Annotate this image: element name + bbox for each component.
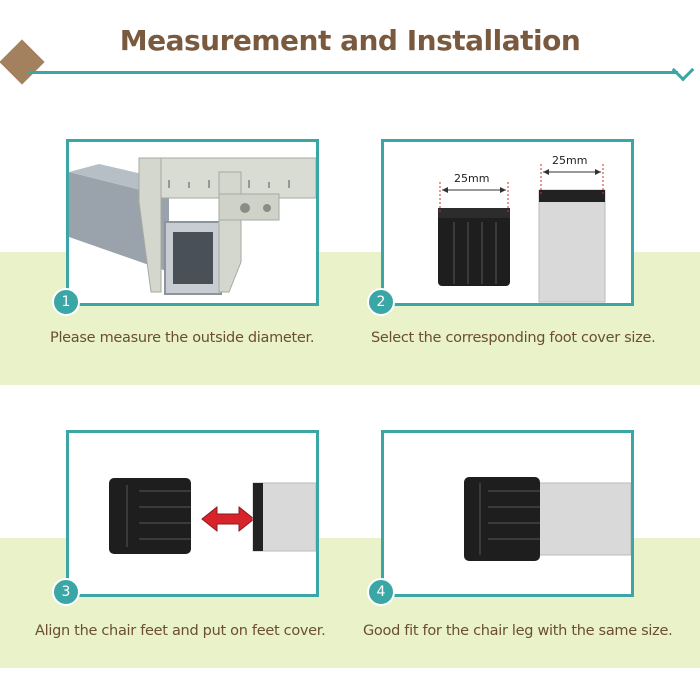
tube-width-label: 25mm	[552, 154, 588, 167]
step-2-caption: Select the corresponding foot cover size…	[371, 330, 656, 346]
caliper-measuring-tube-illustration	[69, 157, 316, 295]
fitted-foot-cover-illustration	[464, 477, 631, 561]
step-3-number-badge: 3	[52, 578, 80, 606]
align-foot-cover-illustration	[109, 478, 316, 554]
step-4-caption: Good fit for the chair leg with the same…	[363, 623, 673, 639]
step-3-image-frame	[66, 430, 319, 597]
page-title: Measurement and Installation	[119, 24, 581, 57]
step-3-caption: Align the chair feet and put on feet cov…	[35, 623, 326, 639]
step-1-caption: Please measure the outside diameter.	[50, 330, 315, 346]
step-2-number-badge: 2	[367, 288, 395, 316]
title-underline	[28, 71, 678, 74]
red-double-arrow-icon	[201, 505, 255, 533]
step-4-image-frame	[381, 430, 634, 597]
step-4-number-badge: 4	[367, 578, 395, 606]
step-1-number-badge: 1	[52, 288, 80, 316]
cap-width-label: 25mm	[454, 172, 490, 185]
foot-cover-size-comparison	[438, 164, 606, 303]
chevron-down-icon	[671, 58, 695, 82]
step-1-image-frame	[66, 139, 319, 306]
step-2-image-frame: 25mm 25mm	[381, 139, 634, 306]
